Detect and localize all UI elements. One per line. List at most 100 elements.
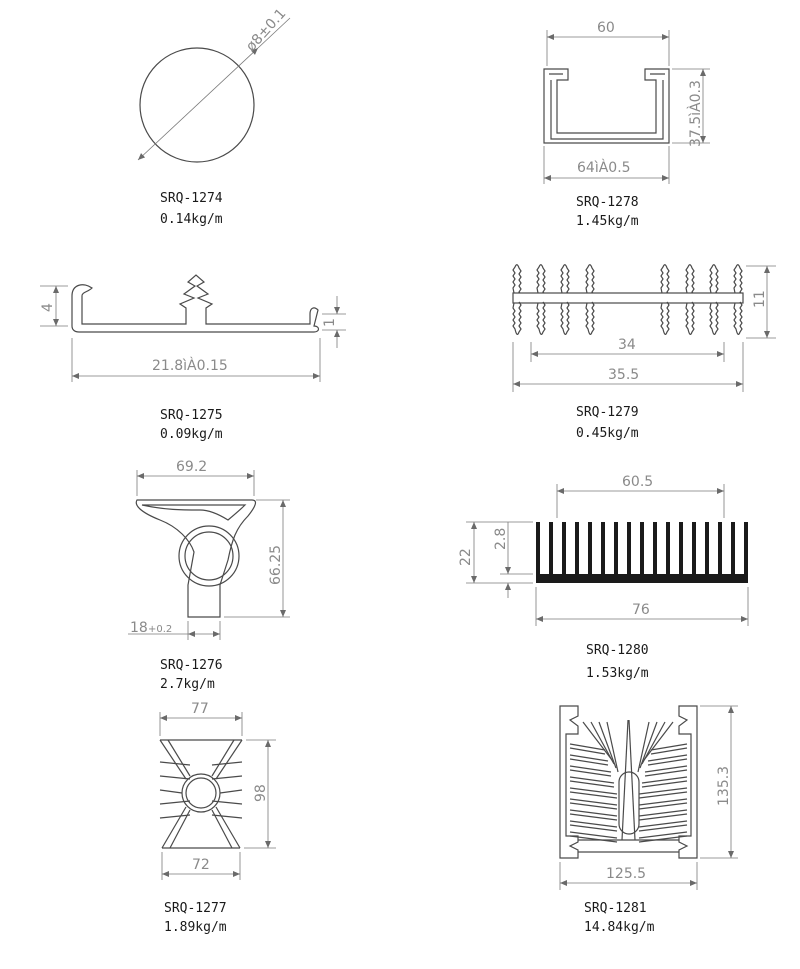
fin-right bbox=[638, 798, 688, 806]
channel-inner-line bbox=[549, 73, 665, 140]
fin-right bbox=[644, 769, 688, 777]
fin-left bbox=[569, 787, 618, 795]
fin-right bbox=[650, 747, 688, 755]
bracket-outline bbox=[135, 499, 257, 618]
fin-upper-left bbox=[598, 721, 617, 769]
fin-upper bbox=[560, 264, 570, 294]
fin-upper bbox=[660, 264, 670, 294]
fin bbox=[614, 522, 618, 576]
part-code: SRQ-1274 bbox=[160, 191, 223, 206]
fin-right bbox=[638, 813, 688, 821]
fin bbox=[601, 522, 605, 576]
part-code: SRQ-1278 bbox=[576, 195, 639, 210]
fin-left bbox=[569, 765, 612, 773]
radial-fins bbox=[569, 721, 688, 843]
fin-left bbox=[569, 769, 612, 777]
profile-srq-1279: 11 34 35.5 SRQ-1279 0.45kg/m bbox=[512, 264, 776, 441]
fin-lower bbox=[512, 301, 522, 335]
center-stem-left bbox=[621, 719, 629, 841]
part-code: SRQ-1275 bbox=[160, 408, 223, 423]
fin-upper bbox=[685, 264, 695, 294]
base-plate bbox=[578, 839, 679, 853]
fin-left bbox=[569, 758, 609, 766]
part-weight: 0.14kg/m bbox=[160, 212, 223, 227]
dim-width: 76 bbox=[632, 602, 650, 618]
fin-right bbox=[638, 809, 688, 817]
profile-srq-1275: 4 1 21.8ìÀ0.15 SRQ-1275 0.09kg/m bbox=[40, 274, 346, 442]
fin-group bbox=[512, 264, 743, 335]
base-plate bbox=[512, 292, 744, 304]
part-weight: 1.53kg/m bbox=[586, 666, 649, 681]
center-stem-right bbox=[628, 719, 636, 841]
fin-lower bbox=[685, 301, 695, 335]
fin-group bbox=[536, 522, 748, 576]
fin-upper bbox=[536, 264, 546, 294]
fin-left bbox=[569, 776, 615, 784]
side-fin-left bbox=[159, 775, 191, 780]
fin-upper-left bbox=[606, 721, 619, 773]
profile-srq-1278: 60 37.5ìÀ0.3 64ìÀ0.5 SRQ-1278 1.45kg/m bbox=[543, 20, 710, 229]
strip-outline bbox=[71, 274, 320, 333]
fin-upper bbox=[585, 264, 595, 294]
fin-left bbox=[569, 813, 618, 821]
dim-outer-width: 35.5 bbox=[608, 367, 639, 383]
fin-upper-left bbox=[590, 721, 615, 765]
center-tube-outer bbox=[181, 773, 221, 813]
fin-right bbox=[638, 820, 688, 828]
dim-neck-width: 18 bbox=[130, 620, 148, 636]
dim-height: 37.5ìÀ0.3 bbox=[687, 80, 704, 147]
dim-thickness: 1 bbox=[322, 318, 338, 327]
side-fin-left bbox=[159, 761, 191, 766]
fin-left bbox=[569, 802, 618, 810]
dim-bottom-width: 72 bbox=[192, 857, 210, 873]
side-fin-right bbox=[211, 814, 243, 819]
side-fin-left bbox=[159, 814, 191, 819]
diagonal-wall bbox=[211, 739, 235, 777]
fin-upper bbox=[709, 264, 719, 294]
dim-height: 98 bbox=[253, 784, 269, 802]
fin-upper-right bbox=[643, 721, 674, 761]
base-plate bbox=[536, 574, 748, 583]
diameter-leader bbox=[257, 17, 291, 49]
fin-left bbox=[569, 820, 618, 828]
fin-right bbox=[638, 824, 688, 832]
dim-outer-width: 64ìÀ0.5 bbox=[577, 159, 631, 176]
fin-lower bbox=[536, 301, 546, 335]
fin-left bbox=[569, 835, 618, 843]
fin bbox=[679, 522, 683, 576]
tube-inner bbox=[184, 531, 234, 581]
fin-right bbox=[641, 780, 688, 788]
part-weight: 14.84kg/m bbox=[584, 920, 655, 935]
side-fin-right bbox=[211, 761, 243, 766]
fin bbox=[731, 522, 735, 576]
fin-lower bbox=[709, 301, 719, 335]
side-fin-left bbox=[159, 800, 191, 805]
fin-lower bbox=[560, 301, 570, 335]
dim-height: 66.25 bbox=[268, 545, 284, 585]
left-rail bbox=[559, 705, 579, 859]
fin-left bbox=[569, 831, 618, 839]
side-fin-right bbox=[219, 789, 243, 794]
fin-right bbox=[644, 765, 688, 773]
fin bbox=[588, 522, 592, 576]
part-weight: 1.45kg/m bbox=[576, 214, 639, 229]
fin bbox=[705, 522, 709, 576]
diagonal-wall bbox=[169, 809, 191, 849]
center-tube-inner bbox=[185, 777, 217, 809]
bracket-top-web bbox=[141, 504, 247, 521]
fin bbox=[692, 522, 696, 576]
part-code: SRQ-1276 bbox=[160, 658, 223, 673]
profile-srq-1274: ø8±0.1 SRQ-1274 0.14kg/m bbox=[137, 6, 291, 227]
part-weight: 0.45kg/m bbox=[576, 426, 639, 441]
profile-srq-1277: 77 98 72 SRQ-1277 1.89kg/m bbox=[159, 701, 276, 935]
profile-srq-1276: 69.2 66.25 18 +0.2 SRQ-1276 2.7kg/m bbox=[128, 459, 290, 692]
tube-outer bbox=[178, 525, 240, 587]
fin-upper bbox=[733, 264, 743, 294]
fin-lower bbox=[585, 301, 595, 335]
side-fin-left bbox=[159, 789, 183, 794]
dim-height: 4 bbox=[40, 303, 56, 312]
diagonal-wall bbox=[215, 739, 243, 780]
fin-right bbox=[638, 787, 688, 795]
fin bbox=[536, 522, 540, 576]
part-weight: 0.09kg/m bbox=[160, 427, 223, 442]
